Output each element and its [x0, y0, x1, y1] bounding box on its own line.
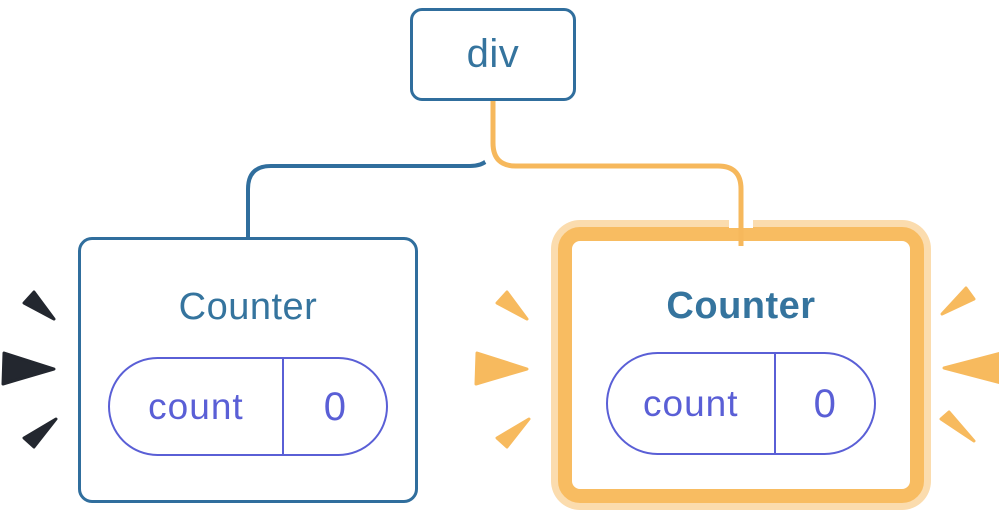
counter-card-right-highlighted: Counter count 0: [558, 227, 924, 503]
edge-root-to-right: [490, 101, 744, 246]
state-pill-left: count 0: [108, 357, 388, 456]
root-node-div: div: [410, 8, 576, 101]
burst-mark-right-middle: [942, 351, 999, 385]
burst-mark-right-top: [940, 286, 976, 316]
state-value-right: 0: [813, 381, 836, 426]
state-pill-right: count 0: [606, 352, 876, 455]
edge-root-to-left: [246, 101, 495, 239]
burst-mark-left-middle: [1, 351, 56, 386]
root-node-label: div: [466, 32, 520, 76]
burst-mark-mid-top: [495, 290, 529, 321]
edge-root-to-right-casing: [481, 101, 753, 228]
burst-mark-left-top: [22, 290, 56, 321]
state-key-right: count: [608, 354, 776, 453]
burst-mark-mid-middle: [474, 351, 529, 386]
burst-mark-left-bottom: [22, 417, 58, 449]
counter-title-right: Counter: [666, 285, 816, 327]
state-key-left: count: [110, 359, 284, 454]
burst-mark-mid-bottom: [495, 417, 531, 449]
state-value-left: 0: [323, 384, 347, 429]
counter-card-left: Counter count 0: [78, 237, 418, 503]
counter-title-left: Counter: [178, 286, 318, 328]
burst-mark-right-bottom: [939, 410, 976, 443]
